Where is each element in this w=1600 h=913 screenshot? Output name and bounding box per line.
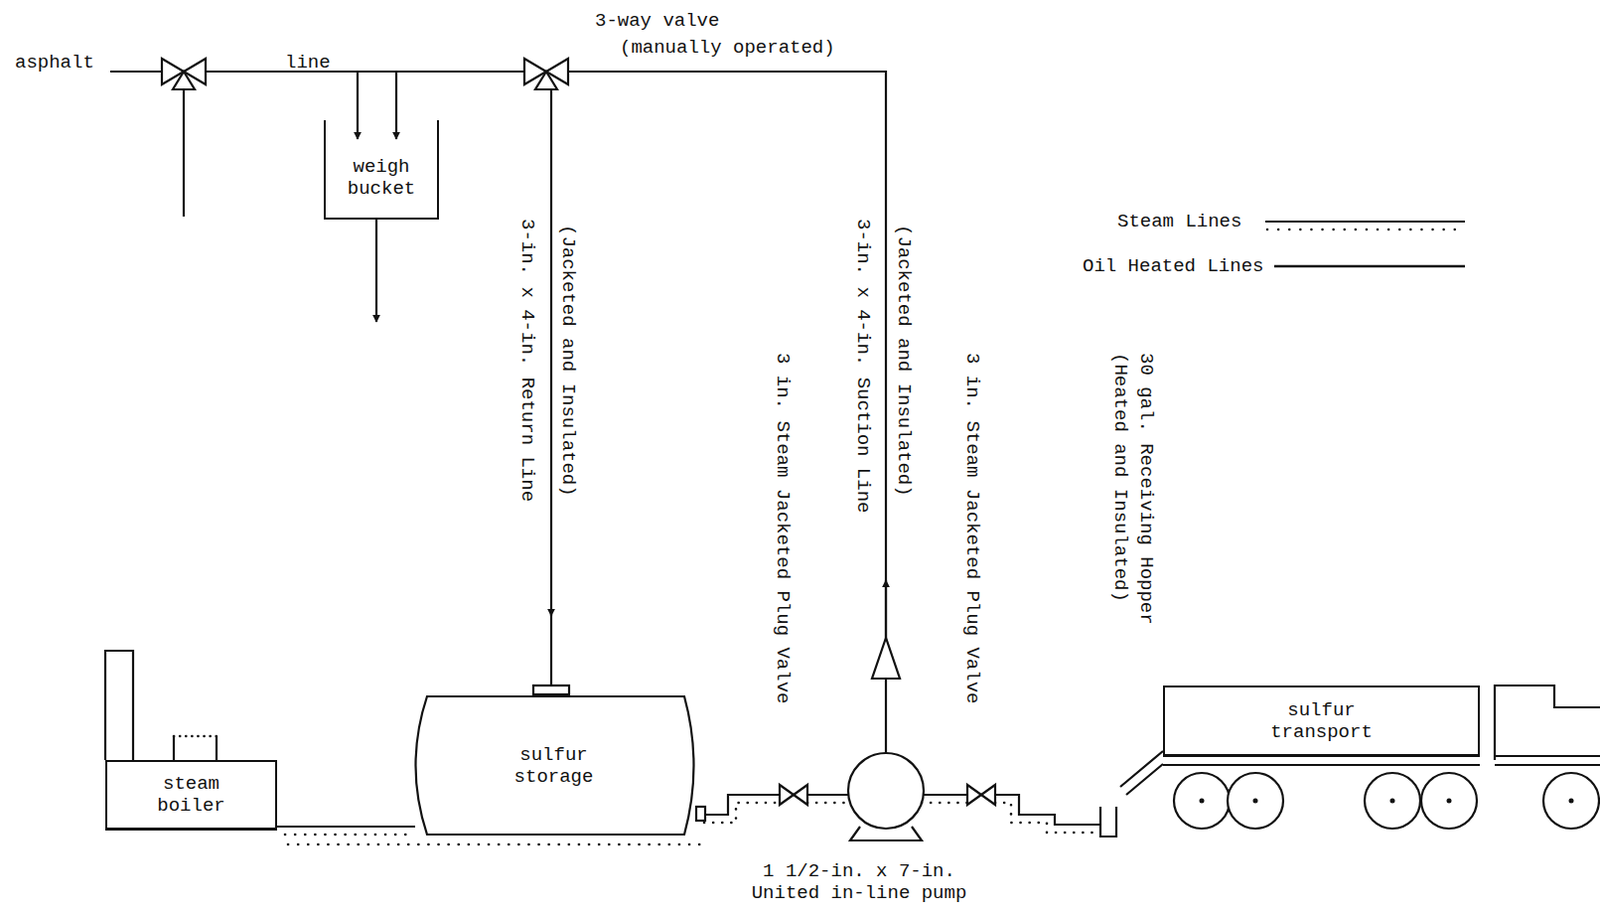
sulfur-transport: sulfur transport (1163, 685, 1480, 756)
steam-line (288, 843, 702, 847)
receiving-hopper (1100, 806, 1117, 837)
connector-line (277, 825, 416, 828)
oil-heated-pipe (704, 794, 1101, 825)
fill-arrow (356, 71, 359, 140)
boiler-top-box (173, 735, 217, 760)
tank-outlet (696, 806, 706, 821)
text-label: (manually operated) (619, 36, 836, 59)
asphalt-line (110, 71, 886, 638)
node-label: weigh bucket (331, 155, 432, 200)
node-label: steam boiler (132, 772, 252, 817)
vertical-label: (Heated and Insulated) (1109, 352, 1132, 602)
tank-outline-path (416, 696, 695, 835)
vertical-label: 3-in. x 4-in. Return Line (516, 218, 539, 502)
node-label: sulfur storage (494, 743, 614, 788)
vertical-label: 3 in. Steam Jacketed Plug Valve (961, 352, 984, 704)
truck-wheels (1173, 772, 1600, 829)
legend-label: Oil Heated Lines (1082, 255, 1264, 278)
vertical-label: 30 gal. Receiving Hopper (1135, 352, 1158, 625)
boiler-stack (105, 650, 134, 760)
connector-steam-dots (285, 833, 416, 837)
storage-tank: sulfur storage (403, 694, 705, 837)
legend-label: Steam Lines (1117, 210, 1242, 233)
text-label: asphalt (14, 51, 95, 74)
return-line (550, 613, 553, 686)
vertical-label: 3-in. x 4-in. Suction Line (852, 218, 874, 513)
weigh-bucket: weigh bucket (323, 120, 439, 220)
plug-valve (967, 784, 996, 805)
vertical-label: 3 in. Steam Jacketed Plug Valve (771, 352, 794, 704)
wheel-hubs (1199, 798, 1575, 804)
legend-oil-sample (1274, 265, 1465, 269)
legend-steam-sample (1267, 228, 1465, 231)
legend-steam-sample (1265, 220, 1465, 223)
pump-symbol (848, 752, 924, 829)
tank-nozzle (533, 685, 570, 695)
suction-line (884, 678, 887, 753)
vertical-label: (Jacketed and Insulated) (892, 224, 915, 497)
three-way-valve (524, 58, 569, 90)
node-label: sulfur transport (1262, 699, 1382, 743)
fill-arrow (395, 71, 398, 140)
pump-base (850, 826, 922, 841)
plug-valve (779, 784, 808, 805)
check-valve (872, 637, 900, 679)
hopper-chute (1120, 750, 1164, 795)
truck-cab (1494, 685, 1600, 765)
steam-connector (277, 826, 416, 835)
valve-stem (182, 89, 185, 217)
outlet-arrow (375, 219, 378, 322)
boiler-top-box (173, 734, 217, 738)
vertical-label: (Jacketed and Insulated) (557, 224, 580, 497)
text-label: line (285, 51, 331, 74)
steam-boiler: steam boiler (105, 759, 278, 830)
trailer-frame (1163, 755, 1480, 765)
steam-trace (704, 802, 1097, 833)
text-label: 1 1/2-in. x 7-in. United in-line pump (739, 860, 979, 904)
text-label: 3-way valve (594, 9, 720, 32)
three-way-valve (161, 58, 206, 90)
return-line (550, 89, 553, 616)
